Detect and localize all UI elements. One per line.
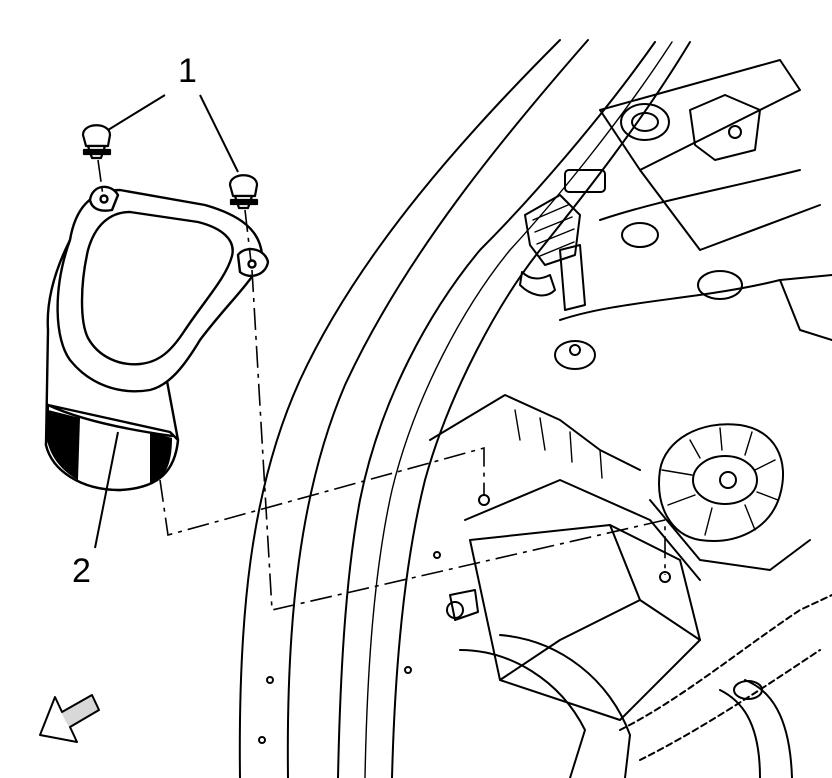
duct-tab-left-hole [99, 194, 109, 204]
duct-tab-right-hole [247, 259, 257, 269]
callout-1-leader-right [199, 94, 239, 173]
rail-fastener-d [266, 676, 274, 684]
push-pin-fastener-right [228, 174, 259, 210]
air-duct [44, 185, 270, 492]
panel-mount-b [697, 270, 743, 300]
callout-1-leader-left [107, 94, 166, 131]
front-arrow-icon [39, 694, 100, 743]
hose-end [733, 680, 763, 700]
rail-fastener-e [258, 736, 266, 744]
cowl-rail-inner [364, 41, 673, 778]
fastener-left-install-line [97, 159, 104, 197]
connector-tab [564, 169, 606, 193]
fastener-right-install-line [244, 209, 252, 263]
rail-fastener-b [433, 551, 441, 559]
push-pin-fastener-left [81, 124, 112, 160]
panel-mount-c-hole [569, 344, 581, 356]
cowl-rail-bottom [391, 41, 691, 778]
air-duct-outlet-dark [47, 410, 80, 480]
strut-tower-top [692, 455, 758, 505]
wire-connector [524, 194, 581, 266]
conduit [619, 594, 832, 731]
air-duct-outlet-dark-2 [150, 432, 172, 485]
harness-strap [519, 271, 556, 297]
callout-leaders [94, 94, 239, 549]
rail-fastener-c [404, 666, 412, 674]
lower-pipe [459, 649, 586, 778]
fasteners [81, 124, 259, 210]
fender-inner-curve [286, 39, 589, 778]
lower-cowl-panel [429, 394, 641, 471]
lower-hose-a [719, 689, 761, 778]
grommet [620, 103, 670, 141]
air-duct-mouth-inner [80, 210, 234, 366]
strut-tower-center [719, 471, 737, 489]
wire-connector-ribs [532, 204, 575, 257]
upper-crossmember-edge [639, 169, 821, 251]
duct-tab-to-mount-line [251, 269, 666, 611]
right-panel-contour-2 [599, 169, 801, 221]
fender-outer-curve [238, 39, 561, 778]
strut-tower-outline [658, 423, 785, 542]
vehicle-body-structure [238, 39, 832, 778]
lower-hose-b [744, 679, 793, 778]
upper-crossmember [599, 59, 801, 171]
air-duct-outlet-rim [46, 403, 174, 438]
panel-mount-a [621, 222, 659, 248]
panel-mount-c [554, 340, 596, 370]
right-panel-contour [559, 274, 832, 321]
grommet-inner [631, 112, 659, 132]
right-panel-drop [779, 279, 832, 341]
upper-bolt [728, 125, 742, 139]
conduit-2 [639, 649, 821, 761]
lower-cowl-ribs [514, 409, 603, 479]
strut-base [649, 499, 811, 571]
duct-outlet-to-mount-line [159, 446, 485, 537]
callout-2-leader [94, 431, 119, 549]
lower-cowl-panel-2 [464, 479, 701, 581]
callout-1-label: 1 [178, 52, 197, 90]
duct-mount-hole-left [478, 494, 490, 506]
housing-box-face [499, 599, 641, 681]
duct-mount-hole-right [659, 571, 671, 583]
upper-bracket [689, 94, 761, 161]
cowl-rail-top [337, 41, 656, 778]
clip-bracket [449, 589, 479, 621]
alignment-lines [97, 159, 666, 611]
strut-tower-ribs [661, 427, 779, 536]
callout-2-label: 2 [72, 552, 91, 590]
lower-pipe-2 [499, 634, 631, 778]
side-block [559, 244, 586, 311]
